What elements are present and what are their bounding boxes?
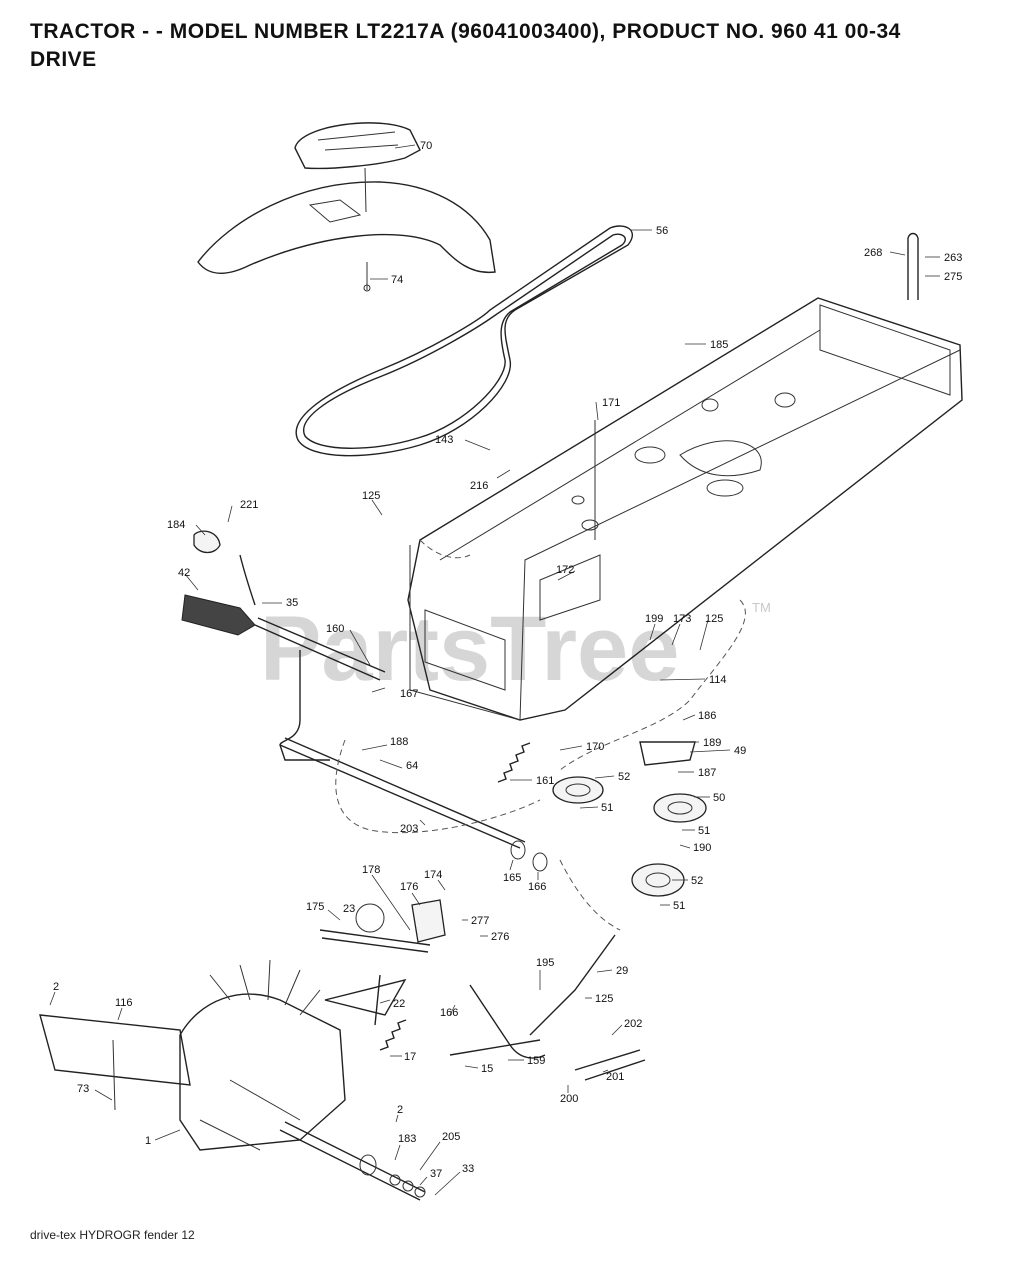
shaft-64 xyxy=(279,737,548,872)
part-label: 199 xyxy=(645,613,663,625)
part-label: 125 xyxy=(705,613,723,625)
part-label: 188 xyxy=(390,736,408,748)
drive-belt xyxy=(295,225,634,457)
part-label: 183 xyxy=(398,1133,416,1145)
part-label: 268 xyxy=(864,247,882,259)
part-label: 166 xyxy=(440,1007,458,1019)
dashed-route-1 xyxy=(419,539,471,559)
part-label: 161 xyxy=(536,775,554,787)
part-label: 73 xyxy=(77,1083,89,1095)
part-label: 51 xyxy=(601,802,613,814)
part-label: 51 xyxy=(698,825,710,837)
part-label: 189 xyxy=(703,737,721,749)
part-label: 186 xyxy=(698,710,716,722)
part-label: 166 xyxy=(528,881,546,893)
part-label: 277 xyxy=(471,915,489,927)
part-label: 17 xyxy=(404,1051,416,1063)
pulleys xyxy=(552,741,707,897)
watermark-text: PartsTree xyxy=(260,598,679,700)
part-label: 195 xyxy=(536,957,554,969)
lower-linkage xyxy=(319,899,646,1081)
part-label: 184 xyxy=(167,519,185,531)
part-label: 33 xyxy=(462,1163,474,1175)
part-label: 159 xyxy=(527,1055,545,1067)
part-label: 172 xyxy=(556,564,574,576)
hitch-pin xyxy=(907,232,919,300)
part-label: 216 xyxy=(470,480,488,492)
part-label: 175 xyxy=(306,901,324,913)
part-label: 42 xyxy=(178,567,190,579)
watermark-tm: TM xyxy=(752,600,771,615)
part-label: 205 xyxy=(442,1131,460,1143)
part-label: 174 xyxy=(424,869,442,881)
part-label: 2 xyxy=(397,1104,403,1116)
part-label: 160 xyxy=(326,623,344,635)
part-label: 171 xyxy=(602,397,620,409)
part-label: 125 xyxy=(362,490,380,502)
part-number-labels: 70 56 74 268 263 275 185 171 143 216 125… xyxy=(53,140,962,1180)
part-label: 2 xyxy=(53,981,59,993)
part-label: 190 xyxy=(693,842,711,854)
chassis-frame xyxy=(407,297,963,721)
fender xyxy=(197,122,496,292)
part-label: 70 xyxy=(420,140,432,152)
part-label: 74 xyxy=(391,274,403,286)
part-label: 116 xyxy=(115,997,133,1009)
dashed-route-3 xyxy=(335,739,541,834)
part-label: 52 xyxy=(691,875,703,887)
leader-lines xyxy=(49,144,940,1196)
part-label: 50 xyxy=(713,792,725,804)
part-label: 1 xyxy=(145,1135,151,1147)
part-label: 275 xyxy=(944,271,962,283)
part-label: 165 xyxy=(503,872,521,884)
part-label: 221 xyxy=(240,499,258,511)
part-label: 143 xyxy=(435,434,453,446)
part-label: 125 xyxy=(595,993,613,1005)
part-label: 176 xyxy=(400,881,418,893)
part-label: 187 xyxy=(698,767,716,779)
part-label: 29 xyxy=(616,965,628,977)
part-label: 49 xyxy=(734,745,746,757)
brake-pedal-assembly xyxy=(181,530,386,761)
part-label: 201 xyxy=(606,1071,624,1083)
part-label: 203 xyxy=(400,823,418,835)
part-label: 178 xyxy=(362,864,380,876)
transmission xyxy=(39,959,426,1201)
part-label: 170 xyxy=(586,741,604,753)
part-label: 64 xyxy=(406,760,418,772)
part-label: 202 xyxy=(624,1018,642,1030)
page-title-line1: TRACTOR - - MODEL NUMBER LT2217A (960410… xyxy=(30,20,901,43)
footer-caption: drive-tex HYDROGR fender 12 xyxy=(30,1228,195,1242)
spring-161 xyxy=(497,742,531,783)
part-label: 200 xyxy=(560,1093,578,1105)
part-label: 173 xyxy=(673,613,691,625)
part-label: 35 xyxy=(286,597,298,609)
part-label: 51 xyxy=(673,900,685,912)
part-label: 276 xyxy=(491,931,509,943)
part-label: 22 xyxy=(393,998,405,1010)
part-label: 114 xyxy=(709,674,727,686)
part-label: 263 xyxy=(944,252,962,264)
part-label: 37 xyxy=(430,1168,442,1180)
part-label: 15 xyxy=(481,1063,493,1075)
page-title-line2: DRIVE xyxy=(30,48,97,71)
part-label: 56 xyxy=(656,225,668,237)
part-label: 23 xyxy=(343,903,355,915)
part-label: 185 xyxy=(710,339,728,351)
dashed-route-2 xyxy=(559,599,746,931)
part-label: 167 xyxy=(400,688,418,700)
part-label: 52 xyxy=(618,771,630,783)
